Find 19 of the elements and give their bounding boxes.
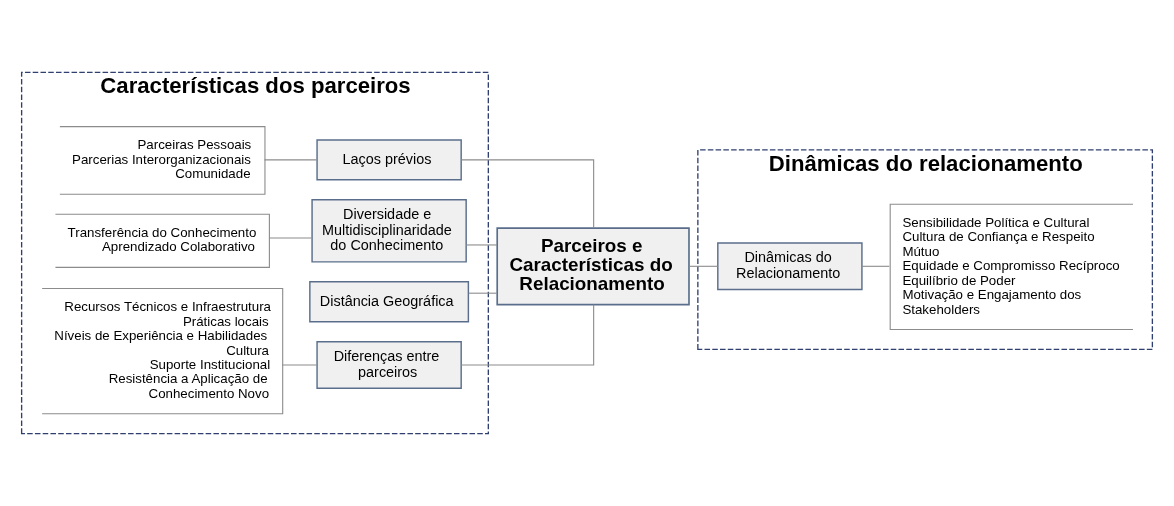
- connector: [460, 159, 595, 229]
- connector: [268, 237, 313, 239]
- node-box: Laços prévios: [316, 139, 462, 181]
- node-text: Transferência do Conhecimento Aprendizado Colaborativo: [67, 225, 257, 255]
- node-text: Recursos Técnicos e Infraestrutura Práticas locais Níveis de Experiência e Habilidades Cultura Suporte Institucional Resistência a Aplicação de Conhecimento Novo: [54, 299, 271, 401]
- node-box: Parceiros e Características do Relacionamento: [496, 227, 690, 306]
- node-text: Sensibilidade Política e Cultural Cultura de Confiança e Respeito Mútuo Equidade e Compromisso Recíproco Equilíbrio de Poder Motivação e Engajamento dos Stakeholders: [902, 215, 1120, 317]
- connector: [468, 292, 498, 294]
- connector: [263, 159, 318, 161]
- connector: [861, 265, 890, 267]
- connector: [688, 265, 719, 267]
- connector: [465, 244, 498, 246]
- connector: [460, 304, 595, 366]
- node-text: Parceiras Pessoais Parcerias Interorganizacionais Comunidade: [72, 137, 252, 182]
- node-box: Dinâmicas do Relacionamento: [717, 242, 863, 291]
- node-box: Distância Geográfica: [309, 281, 470, 323]
- connector: [281, 364, 318, 366]
- node-box: Diversidade e Multidisciplinaridade do Conhecimento: [311, 199, 467, 263]
- node-box: Diferenças entre parceiros: [316, 340, 462, 389]
